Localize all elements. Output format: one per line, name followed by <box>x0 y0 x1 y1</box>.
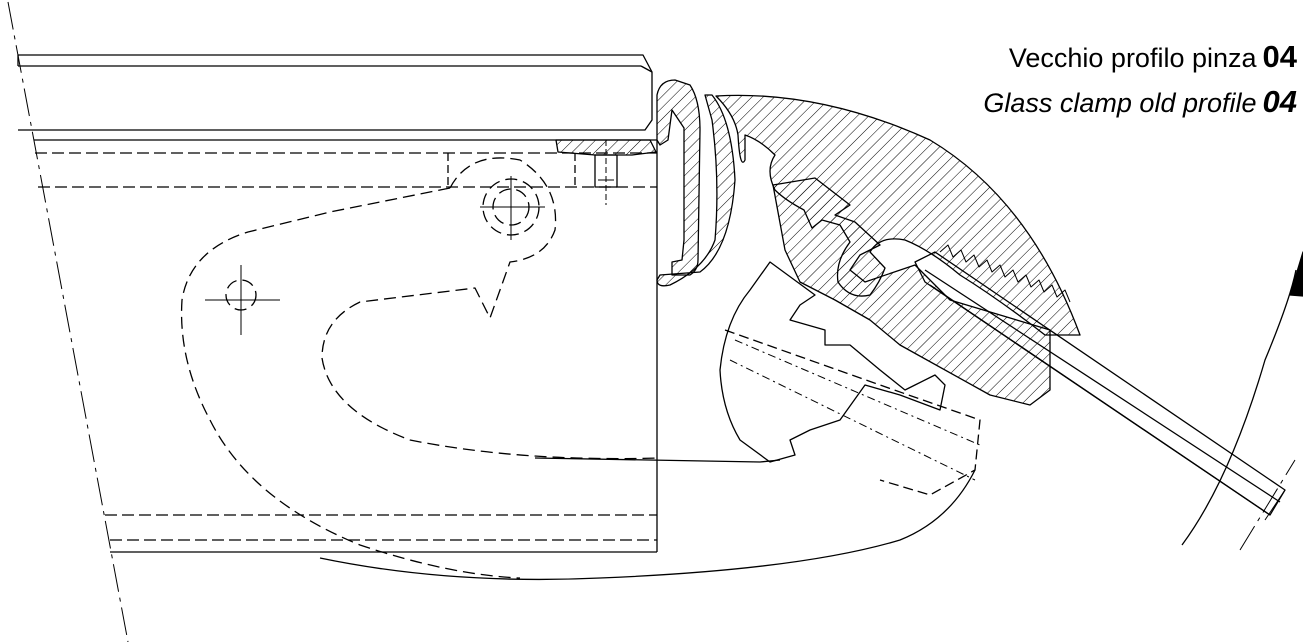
caption-english-text: Glass clamp old profile <box>983 88 1257 118</box>
gasket-lip-section <box>656 94 736 287</box>
serration-teeth <box>939 244 1071 303</box>
gasket-profile-section <box>656 79 701 276</box>
clamp-body-frame <box>34 139 658 553</box>
centre-line-left <box>7 1 129 642</box>
caption-english-code: 04 <box>1262 84 1297 119</box>
caption-italian-text: Vecchio profilo pinza <box>1008 43 1257 73</box>
caption-italian-code: 04 <box>1262 39 1297 74</box>
glass-panel <box>17 54 653 131</box>
rotating-clamp-hidden-part <box>724 329 981 496</box>
centre-line-right <box>1239 459 1296 551</box>
rotation-arc <box>1181 269 1297 546</box>
rotating-clamp-body <box>719 261 946 463</box>
pivot-centre-marks <box>205 176 545 335</box>
glass-lever-arm <box>914 251 1286 521</box>
rotation-arrow-head <box>1289 251 1303 297</box>
clamp-seat-section <box>555 139 657 156</box>
lower-bracket-outline <box>534 457 781 463</box>
rotation-envelope-curve <box>319 469 976 581</box>
lever-piece-section <box>772 177 1051 406</box>
